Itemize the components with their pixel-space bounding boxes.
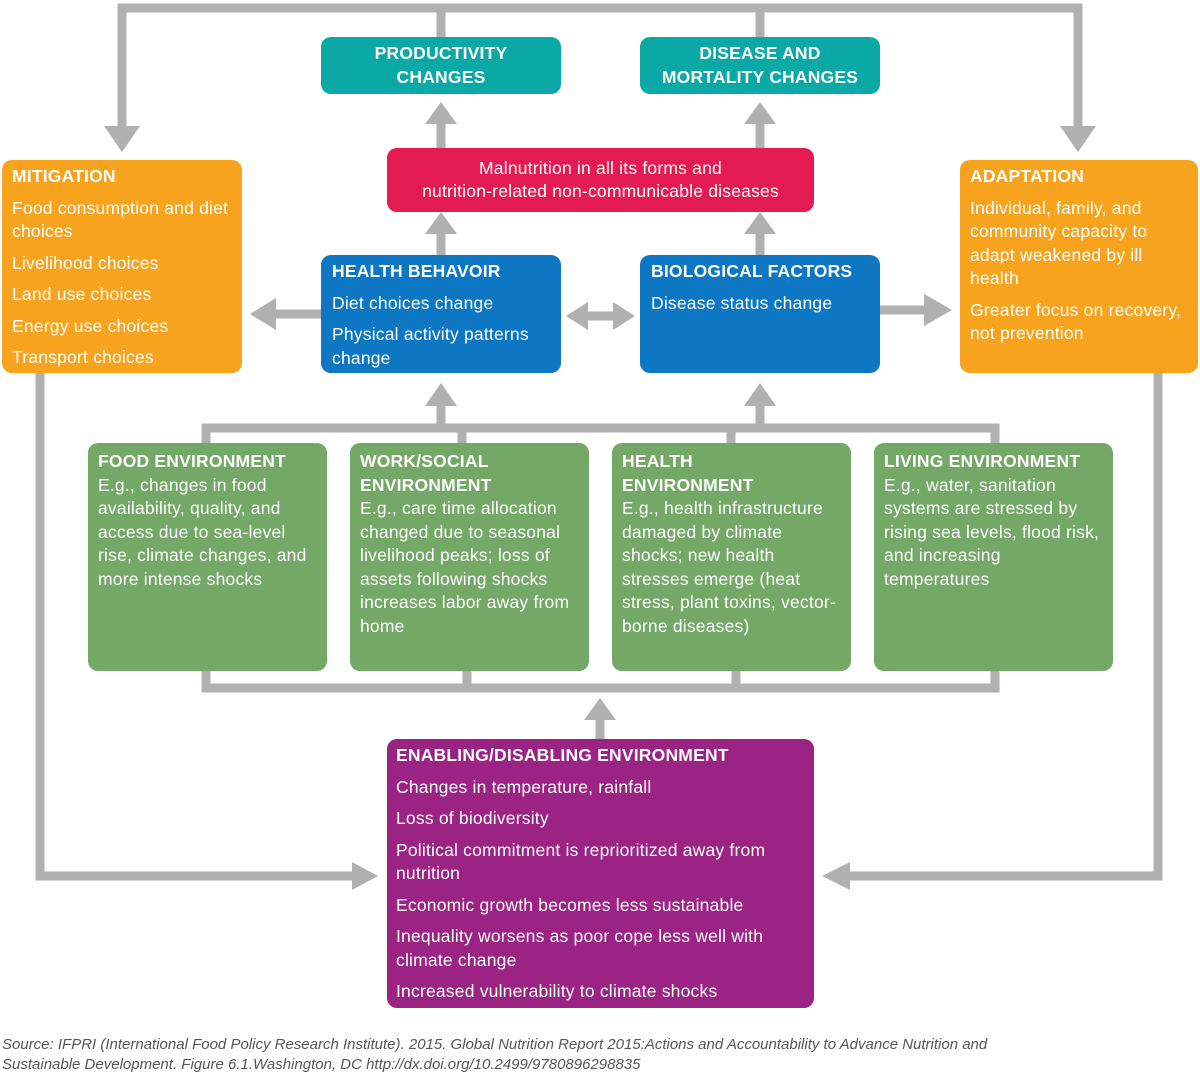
arrow-adaptation-to-enabling (822, 862, 850, 890)
adaptation-item: Greater focus on recovery, not preventio… (970, 299, 1182, 344)
arrow-to-disease (744, 102, 776, 124)
biological-factors-box: BIOLOGICAL FACTORS Disease status change (640, 255, 880, 373)
food-environment-title: FOOD ENVIRONMENT (98, 451, 286, 471)
mitigation-item: Land use choices (12, 284, 152, 304)
health-behavior-item: Physical activity patterns change (332, 324, 529, 368)
enabling-disabling-environment-box: ENABLING/DISABLING ENVIRONMENT Changes i… (387, 739, 814, 1008)
malnutrition-box: Malnutrition in all its forms and nutrit… (387, 148, 814, 212)
work-social-environment-title: WORK/SOCIAL ENVIRONMENT (360, 451, 492, 495)
mitigation-item: Livelihood choices (12, 252, 159, 273)
biological-factors-item: Disease status change (651, 292, 833, 313)
enabling-environment-title: ENABLING/DISABLING ENVIRONMENT (396, 745, 729, 765)
work-social-environment-box: WORK/SOCIAL ENVIRONMENT E.g., care time … (350, 443, 589, 671)
arrow-to-mitigation (250, 298, 276, 330)
enabling-environment-item: Changes in temperature, rainfall (396, 776, 652, 797)
enabling-environment-item: Economic growth becomes less sustainable (396, 894, 744, 915)
enabling-environment-item: Inequality worsens as poor cope less wel… (396, 926, 764, 970)
health-behavior-title: HEALTH BEHAVOIR (332, 261, 501, 281)
green-bottom-bracket (201, 671, 1000, 693)
health-environment-box: HEALTH ENVIRONMENT E.g., health infrastr… (612, 443, 851, 671)
source-citation: Source: IFPRI (International Food Policy… (2, 1036, 988, 1073)
productivity-changes-box: PRODUCTIVITY CHANGES (321, 37, 561, 94)
arrow-to-malnutrition-right (744, 212, 776, 234)
arrow-into-mitigation (104, 126, 140, 152)
health-environment-text: E.g., health infrastructure damaged by c… (622, 498, 836, 636)
double-arrow-right-head (613, 302, 635, 330)
food-environment-box: FOOD ENVIRONMENT E.g., changes in food a… (88, 443, 327, 671)
arrow-to-green-boxes (584, 698, 616, 720)
mitigation-item: Transport choices (12, 347, 154, 367)
mitigation-box: MITIGATION Food consumption and diet cho… (2, 160, 242, 373)
top-feedback-line (117, 3, 1083, 128)
arrow-to-adaptation (924, 294, 952, 326)
enabling-environment-item: Political commitment is reprioritized aw… (396, 839, 766, 884)
health-behavior-item: Diet choices change (332, 292, 494, 313)
arrow-to-health-behavior (425, 383, 457, 406)
adaptation-title: ADAPTATION (970, 166, 1085, 186)
arrow-to-malnutrition-left (425, 212, 457, 234)
arrow-to-productivity (425, 102, 457, 124)
biological-factors-title: BIOLOGICAL FACTORS (651, 261, 853, 281)
arrow-into-adaptation (1060, 126, 1096, 152)
enabling-environment-item: Loss of biodiversity (396, 808, 549, 828)
double-arrow-left-head (566, 302, 588, 330)
arrow-mitigation-to-enabling (352, 862, 378, 890)
work-social-environment-text: E.g., care time allocation changed due t… (360, 498, 570, 636)
adaptation-item: Individual, family, and community capaci… (970, 197, 1148, 289)
living-environment-title: LIVING ENVIRONMENT (884, 451, 1081, 471)
mitigation-item: Food consumption and diet choices (12, 197, 229, 242)
mitigation-title: MITIGATION (12, 166, 116, 186)
living-environment-box: LIVING ENVIRONMENT E.g., water, sanitati… (874, 443, 1113, 671)
mitigation-loop-line (35, 373, 358, 881)
disease-mortality-changes-box: DISEASE AND MORTALITY CHANGES (640, 37, 880, 94)
health-environment-title: HEALTH ENVIRONMENT (622, 451, 754, 495)
adaptation-loop-line (846, 373, 1163, 881)
food-environment-text: E.g., changes in food availability, qual… (98, 474, 307, 589)
adaptation-box: ADAPTATION Individual, family, and commu… (960, 160, 1198, 373)
green-top-bracket (201, 423, 1000, 443)
mitigation-item: Energy use choices (12, 315, 169, 336)
health-behavior-box: HEALTH BEHAVOIR Diet choices change Phys… (321, 255, 561, 373)
enabling-environment-item: Increased vulnerability to climate shock… (396, 981, 718, 1001)
arrow-to-biological (744, 383, 776, 406)
living-environment-text: E.g., water, sanitation systems are stre… (884, 474, 1100, 589)
